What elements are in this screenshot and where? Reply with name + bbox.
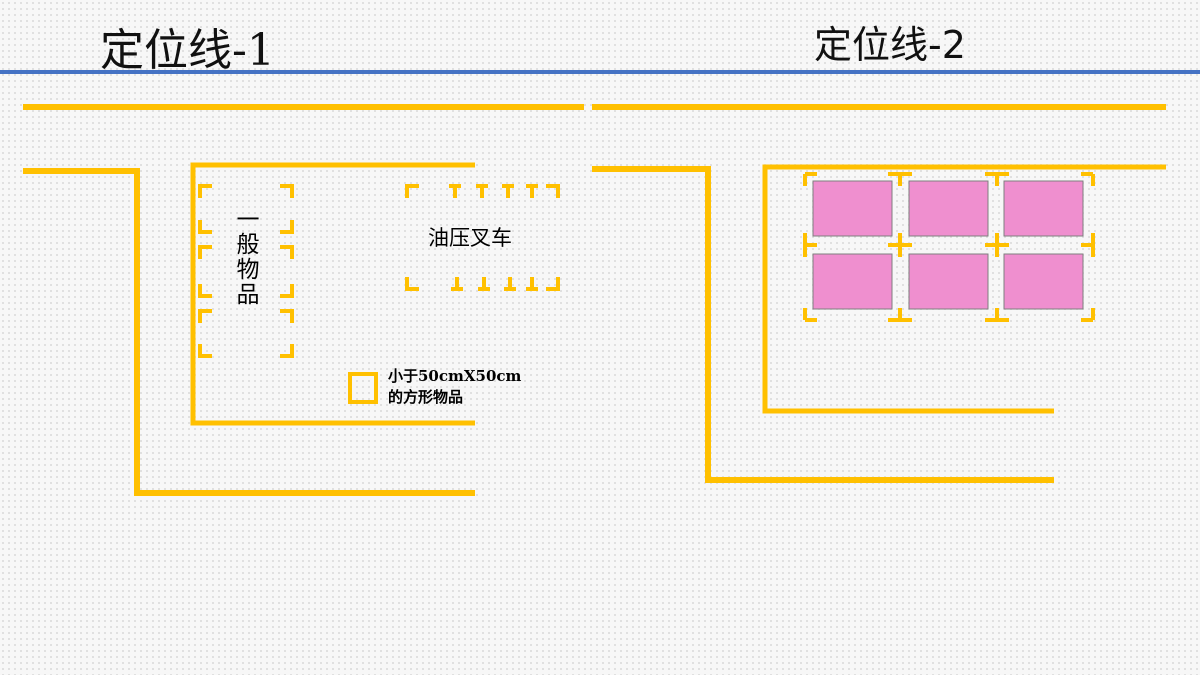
inner-area-line [762,164,1166,414]
outer-area-line [592,166,1054,483]
general-item-corner-marker [198,245,212,259]
general-item-corner-marker [198,344,212,358]
pallet-area [1003,253,1084,310]
pallet-area [812,180,893,237]
pallet-area [908,180,989,237]
general-item-corner-marker [198,220,212,234]
general-items-char: 物 [236,257,260,283]
general-item-corner-marker [198,284,212,298]
forklift-corner-marker [546,184,560,198]
small-item-note-line: 的方形物品 [388,388,464,406]
outer-area-line [23,168,475,496]
general-item-corner-marker [198,184,212,198]
small-item-square-marker [348,372,378,404]
pallet-area [908,253,989,310]
forklift-corner-marker [405,184,419,198]
pallet-area [1003,180,1084,237]
pallet-area [812,253,893,310]
general-items-char: 一 [236,207,260,233]
general-item-corner-marker [280,309,294,323]
title-divider [0,70,1200,74]
general-item-corner-marker [280,284,294,298]
general-items-char: 品 [236,282,260,308]
forklift-corner-marker [405,277,419,291]
title-locating-line-1: 定位线-1 [100,25,275,76]
general-item-corner-marker [198,309,212,323]
small-item-note: 小于50cmX50cm 的方形物品 [388,366,521,408]
title-locating-line-2: 定位线-2 [814,23,966,67]
general-item-corner-marker [280,344,294,358]
general-item-corner-marker [280,245,294,259]
forklift-label: 油压叉车 [428,226,512,250]
general-item-corner-marker [280,220,294,234]
general-items-char: 般 [236,232,260,258]
inner-area-line [190,162,475,426]
general-items-label: 一 般 物 品 [233,208,263,308]
forklift-corner-marker [546,277,560,291]
general-item-corner-marker [280,184,294,198]
small-item-note-line: 小于50cmX50cm [388,367,522,385]
